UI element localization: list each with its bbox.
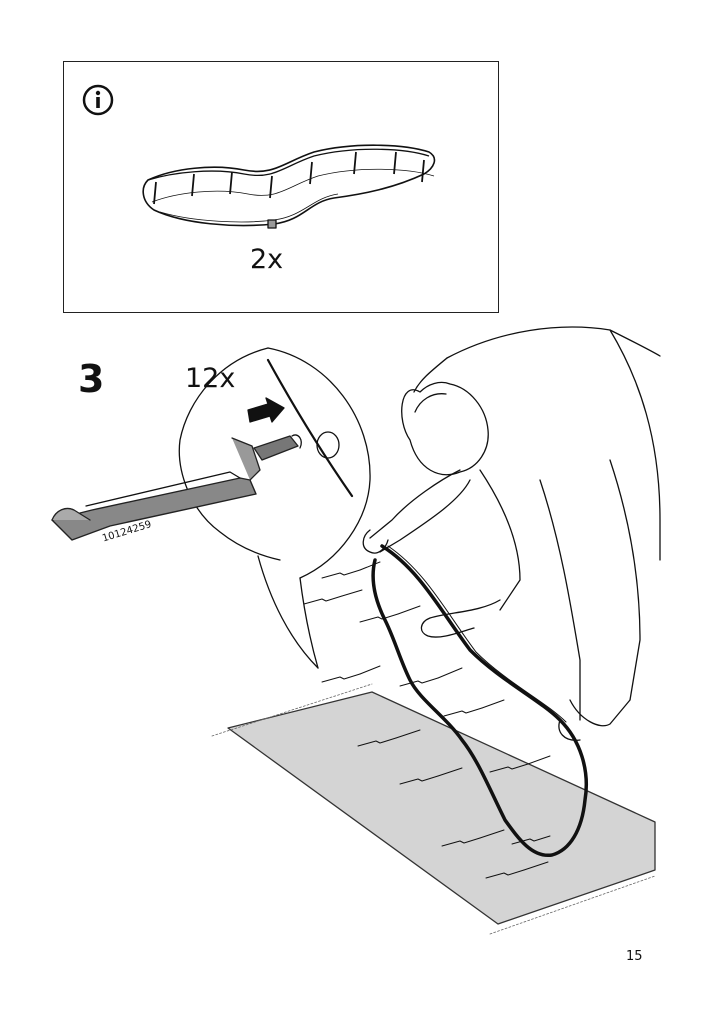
tray-illustration xyxy=(142,144,436,229)
pin xyxy=(399,667,463,687)
edge-rail xyxy=(371,544,588,857)
rug xyxy=(211,683,656,935)
pin xyxy=(441,829,505,847)
pin xyxy=(511,835,551,845)
pin xyxy=(485,861,549,879)
pin xyxy=(489,755,551,773)
page-number: 15 xyxy=(626,949,643,964)
pin xyxy=(303,589,363,605)
pin xyxy=(359,605,421,623)
pin xyxy=(321,561,381,579)
step-quantity: 12x xyxy=(185,363,236,394)
pin xyxy=(321,665,381,683)
detail-callout xyxy=(51,347,371,669)
info-icon xyxy=(82,84,114,116)
quantity-label: 2x xyxy=(250,244,284,275)
insert-arrow xyxy=(247,397,285,423)
step-number: 3 xyxy=(78,357,105,401)
pin xyxy=(399,767,463,785)
pin xyxy=(357,729,421,747)
pins xyxy=(303,561,551,879)
pin xyxy=(443,699,505,717)
info-box: 2x xyxy=(63,61,499,313)
